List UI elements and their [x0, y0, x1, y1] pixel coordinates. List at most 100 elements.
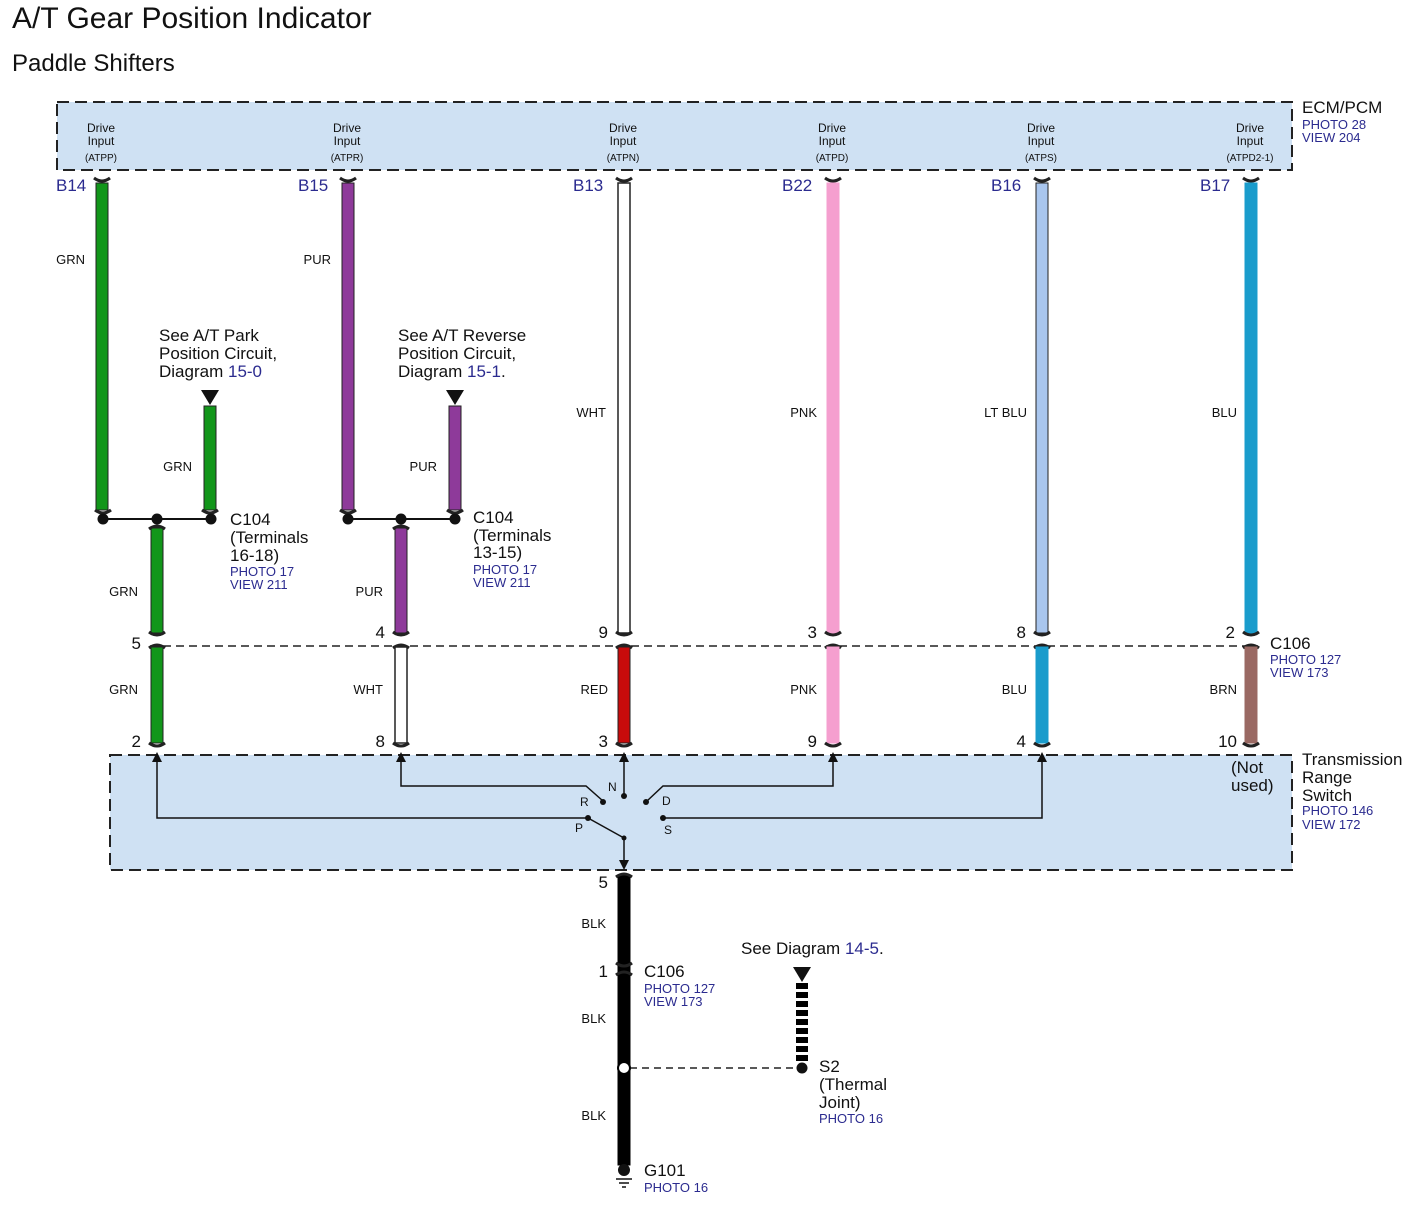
trs-pin-4: 4: [1017, 732, 1026, 751]
c106-ground-photo: PHOTO 127: [644, 981, 715, 996]
g101-photo: PHOTO 16: [644, 1180, 708, 1195]
wire-pur-mid: [394, 527, 408, 634]
trs-pin-10: 10: [1218, 732, 1237, 751]
note-park-line3: Diagram 15-0: [159, 362, 262, 381]
wire-label-wht-upper: WHT: [576, 405, 606, 420]
ecm-pin-b22: B22: [782, 176, 812, 195]
ecm-input-4-line1: Drive: [818, 121, 846, 135]
trs-not-used-line1: (Not: [1231, 758, 1263, 777]
s2-name: S2: [819, 1057, 840, 1076]
wire-label-grn-branch: GRN: [163, 459, 192, 474]
wire-pur-upper: [341, 182, 355, 511]
c106-ground-pin: 1: [599, 962, 608, 981]
trs-pin-sockets: [148, 741, 1260, 748]
note-reverse-line3: Diagram 15-1.: [398, 362, 506, 381]
wire-label-blk-1: BLK: [581, 916, 606, 931]
wire-blu-lower: [1035, 646, 1049, 744]
ecm-pin-b15: B15: [298, 176, 328, 195]
wire-label-red-lower: RED: [581, 682, 608, 697]
ecm-photo: PHOTO 28: [1302, 117, 1366, 132]
s2-desc-line2: Joint): [819, 1093, 861, 1112]
c106-pin-4: 4: [376, 623, 385, 642]
g101-ground-point: [618, 1164, 630, 1176]
note-park-line2: Position Circuit,: [159, 344, 277, 363]
c106-view: VIEW 173: [1270, 665, 1329, 680]
wire-label-pnk-upper: PNK: [790, 405, 817, 420]
c104-rev-terminals: (Terminals: [473, 526, 551, 545]
c104-rev-name: C104: [473, 508, 514, 527]
ecm-input-1-line1: Drive: [87, 121, 115, 135]
trs-view: VIEW 172: [1302, 817, 1361, 832]
ecm-box: [56, 101, 1293, 171]
c104-park-range: 16-18): [230, 546, 279, 565]
wire-grn-lower: [150, 646, 164, 744]
c106-ground-name: C106: [644, 962, 685, 981]
trs-pin-9: 9: [808, 732, 817, 751]
trs-position-r: R: [580, 795, 589, 809]
ecm-view: VIEW 204: [1302, 130, 1361, 145]
note-park-ref: 15-0: [228, 362, 262, 381]
note-reverse-arrow: [446, 390, 464, 405]
c106-pin-2: 2: [1226, 623, 1235, 642]
c106-photo: PHOTO 127: [1270, 652, 1341, 667]
ecm-input-3-line2: Input: [610, 134, 637, 148]
trs-pin-2: 2: [132, 732, 141, 751]
ecm-input-3-line1: Drive: [609, 121, 637, 135]
wire-label-blk-2: BLK: [581, 1011, 606, 1026]
c106-pin-9: 9: [599, 623, 608, 642]
wire-label-pur-branch: PUR: [410, 459, 437, 474]
s2-desc-line1: (Thermal: [819, 1075, 887, 1094]
wire-label-pur-upper: PUR: [304, 252, 331, 267]
ecm-pin-b14: B14: [56, 176, 86, 195]
ecm-input-5-signal: (ATPS): [1025, 153, 1057, 164]
wire-label-grn-lower: GRN: [109, 682, 138, 697]
wire-wht-upper: [617, 182, 631, 634]
ecm-input-5-line2: Input: [1028, 134, 1055, 148]
trs-name-line1: Transmission: [1302, 750, 1402, 769]
c104-park-terminals: (Terminals: [230, 528, 308, 547]
ecm-pin-b16: B16: [991, 176, 1021, 195]
c104-rev-view: VIEW 211: [473, 575, 531, 590]
note-reverse-line2: Position Circuit,: [398, 344, 516, 363]
note-park-arrow: [201, 390, 219, 405]
ecm-pin-b13: B13: [573, 176, 603, 195]
ecm-input-6-signal: (ATPD2-1): [1226, 153, 1273, 164]
wire-blu-upper: [1244, 182, 1258, 634]
c104-rev-range: 13-15): [473, 543, 522, 562]
ecm-input-1-line2: Input: [88, 134, 115, 148]
trs-not-used-line2: used): [1231, 776, 1274, 795]
wire-label-grn-upper: GRN: [56, 252, 85, 267]
trs-box: [109, 754, 1293, 871]
c104-rev-terminal-3: [449, 513, 461, 525]
note-thermal: See Diagram 14-5.: [741, 939, 884, 958]
s2-terminal: [796, 1062, 808, 1074]
ecm-pin-sockets: [93, 176, 1260, 183]
ecm-input-4-signal: (ATPD): [816, 153, 849, 164]
diagram-title: A/T Gear Position Indicator: [12, 2, 372, 35]
c104-rev-photo: PHOTO 17: [473, 562, 537, 577]
note-thermal-ref: 14-5: [845, 939, 879, 958]
wire-ltblu-upper: [1035, 182, 1049, 634]
c106-pin-3: 3: [808, 623, 817, 642]
wire-pnk-lower: [826, 646, 840, 744]
c106-ground-view: VIEW 173: [644, 994, 703, 1009]
ground-icon: [616, 1178, 632, 1188]
wire-pur-branch: [448, 405, 462, 511]
trs-position-p: P: [575, 821, 583, 835]
wire-blk-ground: [617, 875, 631, 1166]
ecm-input-6-line2: Input: [1237, 134, 1264, 148]
c104-park-name: C104: [230, 510, 271, 529]
ecm-name: ECM/PCM: [1302, 98, 1382, 117]
trs-photo: PHOTO 146: [1302, 803, 1373, 818]
ecm-input-6-line1: Drive: [1236, 121, 1264, 135]
note-reverse-ref: 15-1: [467, 362, 501, 381]
s2-splice-point: [617, 1061, 631, 1075]
ecm-input-1-signal: (ATPP): [85, 153, 117, 164]
wire-label-grn-mid: GRN: [109, 584, 138, 599]
c104-rev-terminal-1: [342, 513, 354, 525]
ecm-input-2-line2: Input: [334, 134, 361, 148]
g101-name: G101: [644, 1161, 686, 1180]
c106-pin-5: 5: [132, 634, 141, 653]
wire-label-wht-lower: WHT: [353, 682, 383, 697]
